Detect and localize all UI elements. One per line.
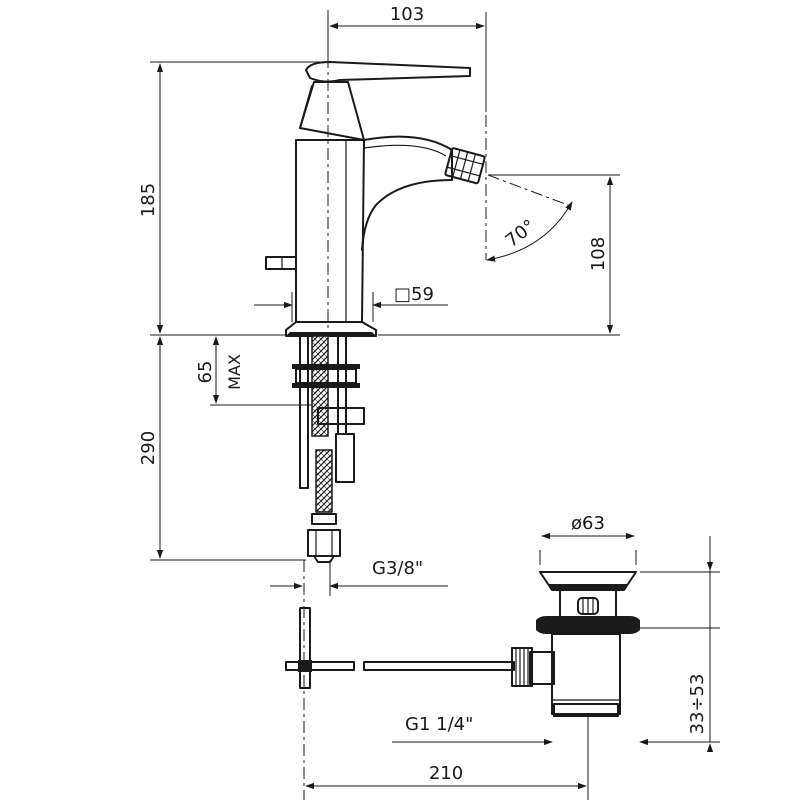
dim-tap-height: 185 bbox=[138, 63, 164, 334]
waste-locknut bbox=[536, 616, 640, 634]
pull-rod bbox=[363, 661, 515, 671]
pop-up-knob bbox=[265, 256, 297, 270]
dim-spray-angle: 70° bbox=[486, 201, 573, 262]
dim-max-deck-label: 65 bbox=[195, 361, 216, 384]
extension-lines bbox=[150, 12, 720, 800]
mixer-tap bbox=[265, 61, 486, 337]
dim-max-deck: 65 MAX bbox=[195, 336, 244, 404]
dim-waste-diameter: ø63 bbox=[541, 513, 635, 540]
dim-spout-reach-label: 103 bbox=[390, 4, 424, 25]
dim-waste-thread-label: G1 1/4" bbox=[405, 714, 473, 735]
dim-spout-height: 108 bbox=[588, 176, 614, 334]
dim-hose-thread-label: G3/8" bbox=[372, 558, 423, 579]
dim-rod-length: 210 bbox=[305, 763, 587, 790]
dim-waste-diameter-label: ø63 bbox=[571, 513, 605, 534]
dim-hose-length-label: 290 bbox=[138, 431, 159, 465]
clamp-bracket bbox=[317, 407, 365, 425]
dim-spout-reach: 103 bbox=[329, 4, 485, 30]
pop-up-linkage bbox=[285, 607, 515, 689]
dim-spout-height-label: 108 bbox=[588, 237, 609, 271]
dim-spray-angle-label: 70° bbox=[502, 216, 540, 252]
dim-tap-height-label: 185 bbox=[138, 183, 159, 217]
centre-lines bbox=[303, 10, 569, 800]
lift-rod-clamp bbox=[285, 661, 355, 671]
cartridge-cap bbox=[299, 81, 365, 141]
dim-waste-thread: G1 1/4" bbox=[392, 714, 660, 746]
lever-handle bbox=[305, 61, 471, 83]
lift-rod-vertical bbox=[299, 607, 311, 689]
tap-body bbox=[295, 139, 365, 323]
waste-rod-nut bbox=[511, 647, 533, 687]
hose-connector bbox=[311, 513, 337, 525]
dim-hose-length: 290 bbox=[138, 336, 164, 559]
waste-body bbox=[551, 633, 621, 715]
dim-rod-length-label: 210 bbox=[429, 763, 463, 784]
spout bbox=[361, 135, 453, 251]
dim-waste-height-label: 33÷53 bbox=[687, 674, 708, 735]
flex-hose-lower bbox=[315, 449, 333, 513]
dim-max-word-label: MAX bbox=[225, 354, 244, 390]
spray-head bbox=[444, 147, 486, 185]
under-deck-assembly bbox=[292, 335, 365, 563]
dim-body-square-label: □59 bbox=[394, 284, 434, 305]
pop-up-waste bbox=[511, 571, 640, 717]
dim-body-square: □59 bbox=[254, 284, 448, 322]
dim-waste-height: 33÷53 bbox=[687, 536, 714, 753]
dim-hose-thread: G3/8" bbox=[270, 558, 448, 596]
